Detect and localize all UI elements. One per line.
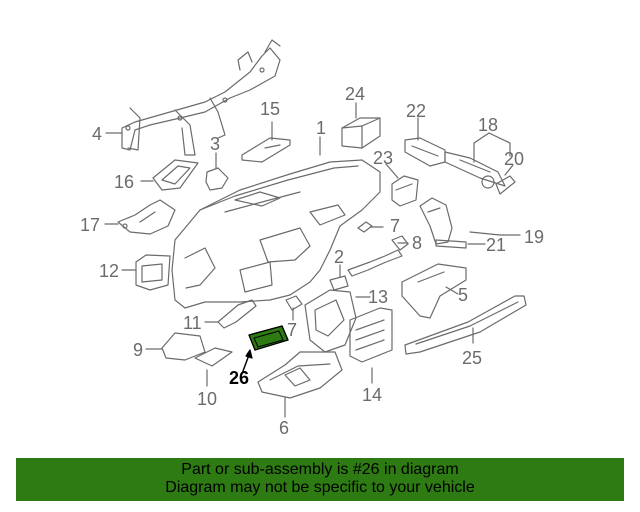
part-21 (435, 239, 467, 249)
part-25 (404, 295, 527, 355)
callout-23: 23 (373, 148, 394, 168)
callout-25: 25 (462, 348, 483, 368)
callout-13: 13 (368, 287, 389, 307)
callout-4: 4 (92, 124, 103, 144)
part-24 (341, 117, 381, 149)
part-7-lower (285, 295, 303, 311)
callout-8: 8 (412, 233, 423, 253)
part-20 (495, 175, 516, 195)
part-4-crossmember (121, 39, 281, 156)
callout-24: 24 (345, 84, 366, 104)
part-17 (117, 199, 176, 235)
callout-11: 11 (183, 313, 202, 333)
callout-18: 18 (478, 115, 499, 135)
callout-5: 5 (458, 285, 469, 305)
part-11 (217, 299, 257, 329)
part-9 (161, 332, 206, 361)
banner-line-2: Diagram may not be specific to your vehi… (165, 479, 475, 496)
callout-7-lower: 7 (287, 320, 298, 340)
callout-22: 22 (406, 101, 427, 121)
part-13 (304, 289, 357, 353)
parts-diagram (104, 39, 527, 418)
part-1-dashboard (171, 159, 381, 309)
part-18 (444, 151, 506, 189)
callout-6: 6 (279, 418, 290, 438)
callout-20: 20 (504, 149, 525, 169)
callout-16: 16 (114, 172, 135, 192)
part-14 (349, 307, 393, 363)
part-5 (401, 263, 467, 319)
callout-14: 14 (362, 385, 383, 405)
part-19 (419, 197, 453, 245)
callout-3: 3 (210, 134, 221, 154)
callout-26-highlighted: 26 (229, 368, 250, 388)
callout-7-upper: 7 (390, 216, 401, 236)
callout-15: 15 (260, 99, 281, 119)
callout-2: 2 (334, 247, 345, 267)
callout-17: 17 (80, 215, 101, 235)
callout-21: 21 (486, 235, 507, 255)
callout-9: 9 (133, 340, 144, 360)
part-26-highlighted (242, 325, 289, 372)
part-3 (205, 167, 229, 191)
banner-line-1: Part or sub-assembly is #26 in diagram (181, 461, 459, 478)
part-10 (194, 347, 233, 367)
part-12 (135, 254, 171, 291)
callout-10: 10 (197, 389, 218, 409)
leader-lines (104, 102, 521, 418)
callout-19: 19 (524, 227, 545, 247)
part-2 (329, 249, 403, 291)
part-7-upper (357, 221, 373, 233)
part-23 (391, 175, 419, 207)
part-6 (257, 351, 343, 399)
part-16 (152, 159, 199, 191)
info-banner: Part or sub-assembly is #26 in diagram D… (16, 458, 624, 501)
callout-1: 1 (316, 118, 327, 138)
part-22 (404, 137, 446, 167)
callout-12: 12 (99, 261, 120, 281)
part-15 (241, 137, 291, 163)
part-8 (391, 235, 409, 251)
